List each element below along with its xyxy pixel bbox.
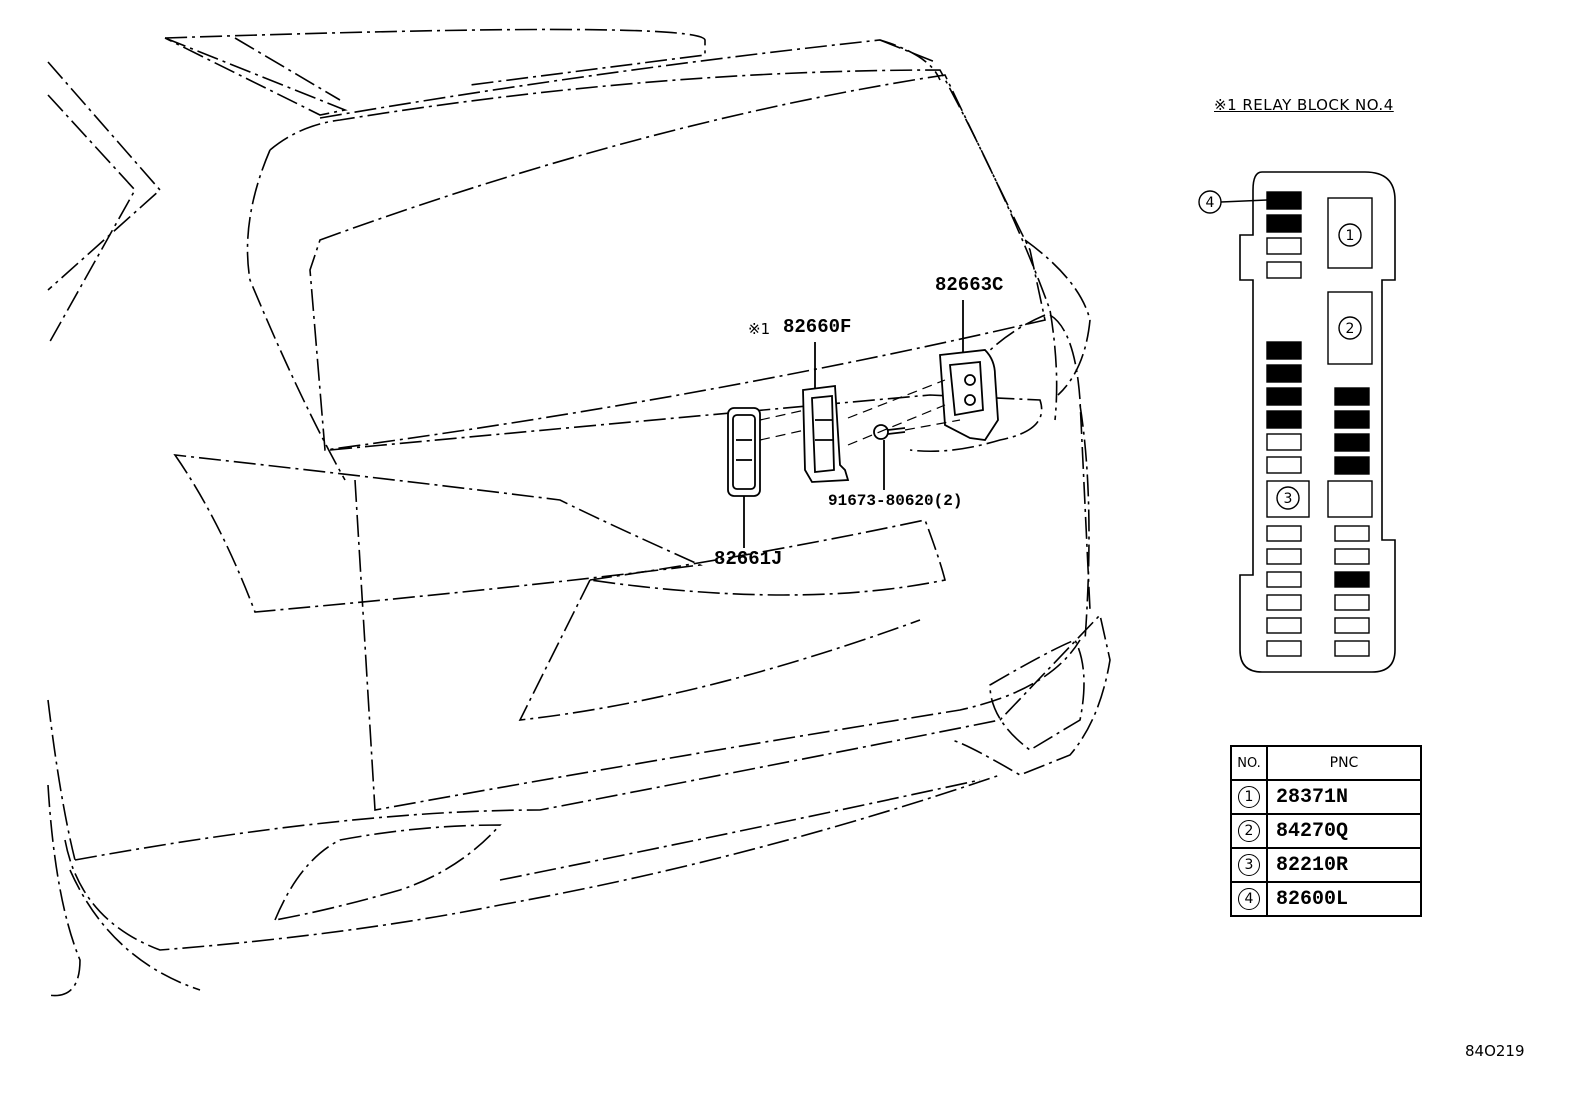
part-label-82660f: 82660F [783,316,852,338]
row-pnc: 28371N [1266,779,1422,815]
table-row: 4 82600L [1230,881,1422,917]
row-number: 2 [1238,820,1260,842]
table-header-row: NO. PNC [1230,745,1422,781]
row-number: 1 [1238,786,1260,808]
row-pnc: 84270Q [1266,813,1422,849]
relay-marker-1: 1 [1346,228,1355,244]
part-label-91673: 91673-80620(2) [828,492,963,510]
header-pnc: PNC [1266,745,1422,781]
relay-marker-3: 3 [1284,491,1293,507]
row-number: 3 [1238,854,1260,876]
figure-id: 84O219 [1465,1042,1525,1060]
part-label-82663c: 82663C [935,274,1004,296]
lamp-lens-part [727,407,761,497]
row-pnc: 82210R [1266,847,1422,883]
bracket-part [939,349,999,441]
table-row: 2 84270Q [1230,813,1422,849]
table-row: 3 82210R [1230,847,1422,883]
row-number: 4 [1238,888,1260,910]
relay-marker-2: 2 [1346,321,1355,337]
row-pnc: 82600L [1266,881,1422,917]
relay-block-title: ※1 RELAY BLOCK NO.4 [1214,96,1394,114]
relay-marker-4: 4 [1206,195,1215,211]
part-label-82661j: 82661J [714,548,783,570]
relay-block-diagram: 1 2 3 4 [1198,171,1396,673]
vehicle-outline [47,28,1111,997]
header-no: NO. [1230,745,1268,781]
reference-mark: ※1 [748,320,771,338]
pnc-table: NO. PNC 1 28371N 2 84270Q 3 82210R 4 826… [1230,745,1422,917]
lamp-housing-part [802,384,850,483]
table-row: 1 28371N [1230,779,1422,815]
